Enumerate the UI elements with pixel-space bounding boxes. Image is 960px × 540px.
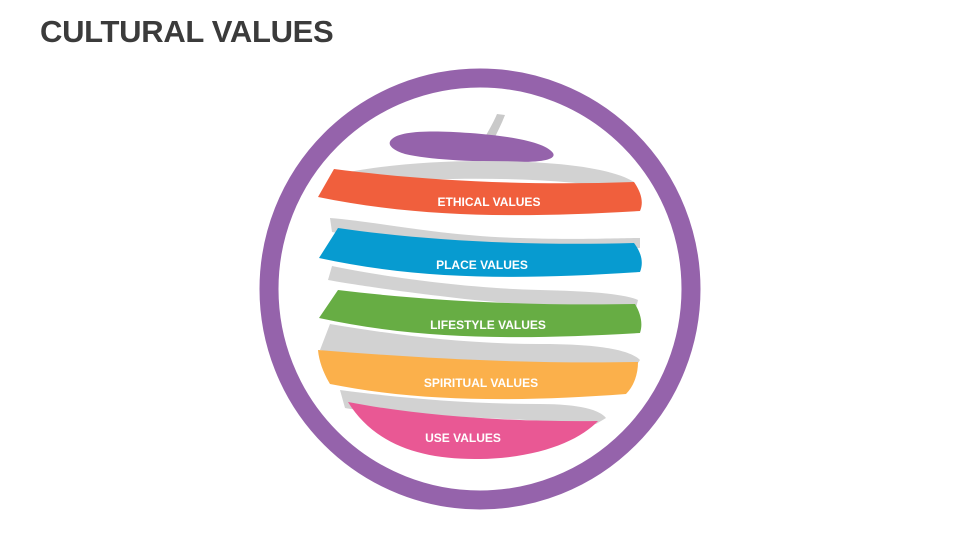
- spiritual-values-label: SPIRITUAL VALUES: [424, 376, 538, 390]
- ethical-values-label: ETHICAL VALUES: [438, 195, 541, 209]
- apple-top-cap: [390, 131, 554, 162]
- lifestyle-values-label: LIFESTYLE VALUES: [430, 318, 546, 332]
- place-values-label: PLACE VALUES: [436, 258, 528, 272]
- use-values-label: USE VALUES: [425, 431, 501, 445]
